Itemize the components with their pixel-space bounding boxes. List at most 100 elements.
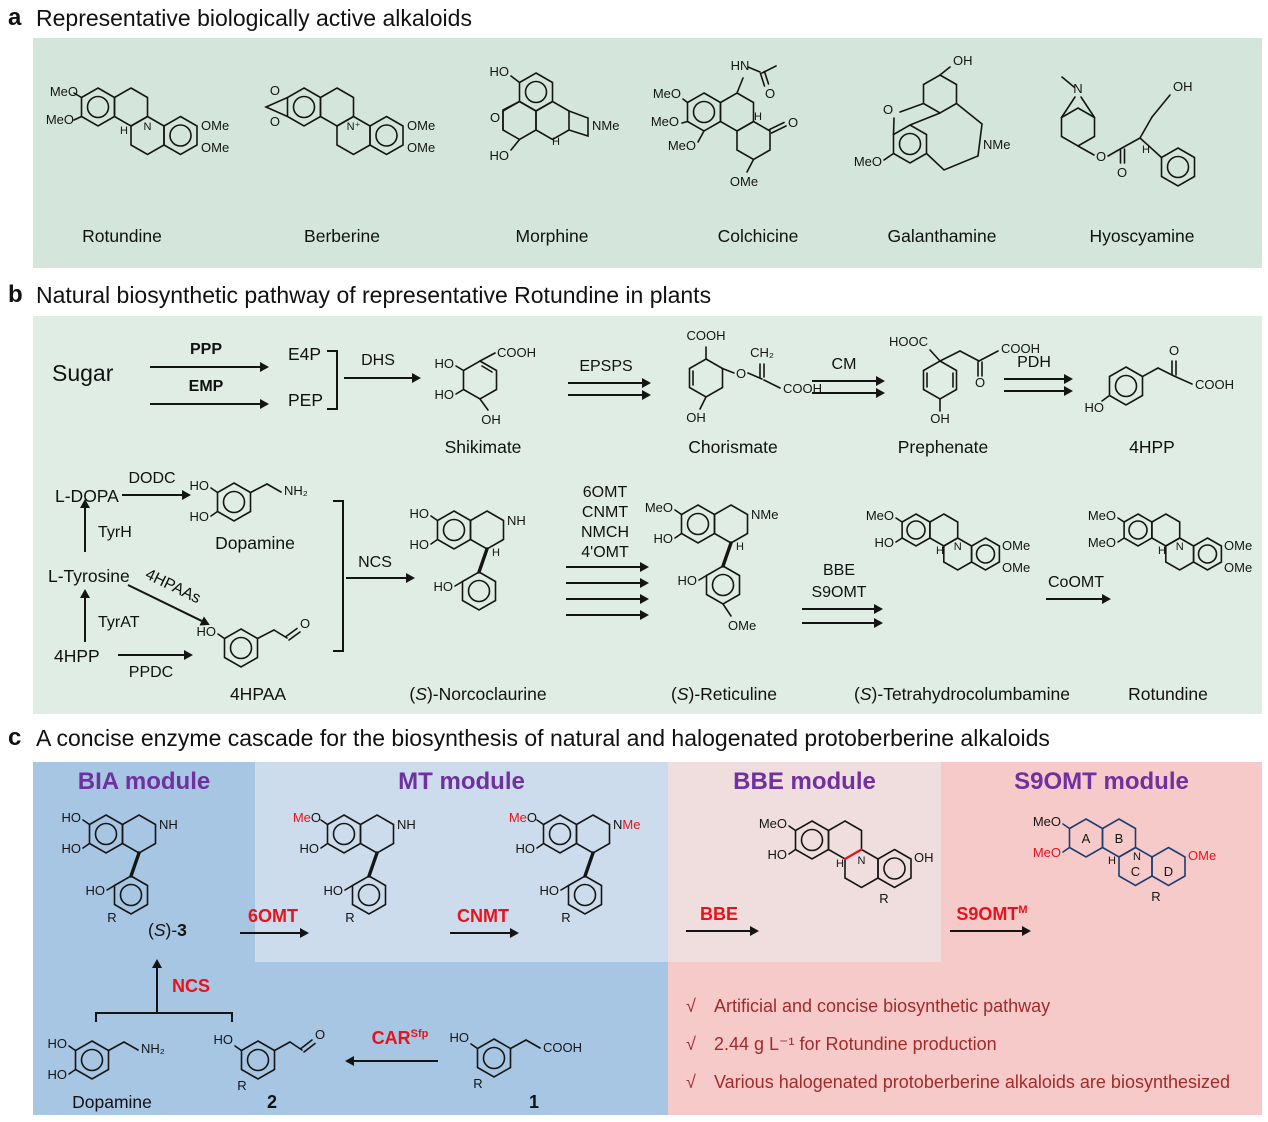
skeleton — [455, 352, 498, 411]
bracket-bia — [95, 1012, 233, 1014]
skeleton — [674, 504, 749, 617]
arrow-epsps-1 — [568, 378, 651, 388]
name-stereo: S — [153, 920, 166, 940]
compound-1-structure: HO R COOH — [450, 1030, 583, 1091]
red-methyl: Me — [293, 810, 311, 825]
name-part: ( — [854, 684, 860, 704]
o-label: O — [1096, 149, 1106, 164]
module-bbe-title: BBE module — [733, 768, 876, 795]
skeleton — [1101, 360, 1193, 406]
4hpaa-structure: HO O — [197, 616, 310, 668]
substituent-label: HO — [435, 356, 455, 371]
hn-label: HN — [731, 58, 750, 73]
panel-c-tag: c — [8, 724, 22, 751]
arrow-bbe — [686, 926, 759, 936]
morphine-structure: HO O HO NMe H — [490, 64, 620, 163]
substituent-label: HO — [48, 1036, 68, 1051]
rotundine-structure: MeO MeO N H OMe OMe — [46, 84, 229, 156]
panel-a-background — [33, 38, 1262, 268]
bia-bottom-background — [255, 962, 668, 1115]
hyoscyamine-structure: N O O H OH — [1060, 76, 1196, 187]
o-label: O — [315, 1027, 325, 1042]
h-label: H — [836, 858, 844, 870]
substituent-label: HO — [435, 387, 455, 402]
skeleton — [234, 1039, 316, 1080]
substituent-label: HO — [450, 1030, 470, 1045]
4hpp-structure: HO O COOH — [1085, 343, 1235, 415]
enzyme-bbe-b: BBE — [822, 562, 855, 579]
arrow-pdh-1 — [1004, 374, 1073, 384]
r-group-label: R — [561, 910, 570, 925]
h-label: H — [736, 541, 744, 553]
substituent-label: HO — [490, 148, 510, 163]
dopamine-structure: HO HO NH₂ — [190, 478, 308, 524]
check-mark-1: √ — [686, 996, 696, 1016]
rotundine-b-structure: MeO MeO N H OMe OMe — [1088, 508, 1252, 575]
substituent-label: OMe — [730, 174, 758, 189]
substituent-label: HO — [190, 478, 210, 493]
substituent-label: HO — [324, 883, 344, 898]
name-part: ( — [409, 684, 416, 704]
arrow-tyrat — [80, 589, 90, 642]
name-part: ( — [148, 920, 154, 940]
colchicine-name: Colchicine — [717, 226, 799, 246]
panel-b-title: Natural biosynthetic pathway of represen… — [36, 282, 712, 308]
arrow-dhs — [344, 373, 421, 383]
rotundine-name: Rotundine — [82, 226, 162, 246]
substituent-label: MeO — [854, 154, 882, 169]
skeleton — [82, 814, 157, 915]
module-mt-title: MT module — [398, 768, 525, 795]
h-label: H — [120, 125, 128, 137]
enzyme-tyrat: TyrAT — [98, 614, 140, 631]
substituent-label: HO — [190, 509, 210, 524]
substituent-label: HO — [516, 841, 536, 856]
s3-label: (S)-3 — [148, 920, 187, 941]
enzyme-ppdc: PPDC — [128, 664, 174, 681]
chorismate-name: Chorismate — [688, 437, 778, 457]
substituent-label: MeO — [46, 112, 74, 127]
substituent-label: HO — [434, 579, 454, 594]
substituent-label: OMe — [1224, 538, 1252, 553]
n-label: N — [1133, 851, 1141, 863]
n-methyl-label: NMe — [613, 817, 640, 832]
r-group-label: R — [879, 891, 888, 906]
check-mark-2: √ — [686, 1034, 696, 1054]
enzyme-4omt-b: 4'OMT — [581, 544, 629, 561]
arrow-ppdc — [118, 650, 193, 660]
arrow-multistep-4 — [566, 610, 649, 620]
substituent-label: OH — [481, 412, 501, 427]
name-part: )- — [165, 920, 178, 940]
module-s9omt-title: S9OMT module — [1014, 768, 1189, 795]
substituent-label: OMe — [201, 118, 229, 133]
arrow-cm-1 — [812, 376, 885, 386]
substituent-label: OMe — [201, 140, 229, 155]
substituent-label: MeO — [651, 114, 679, 129]
substituent-label: OH — [686, 410, 706, 425]
red-methyl: Me — [622, 817, 640, 832]
substituent-label: HO — [62, 841, 82, 856]
bracket-bia-left — [95, 1012, 97, 1022]
prephenate-structure: HOOC O COOH OH — [889, 334, 1040, 426]
mt-intermediate-2-structure: MeO HO NMe HO R — [509, 810, 641, 925]
substituent-label: MeO — [50, 84, 78, 99]
h-label: H — [754, 111, 762, 123]
substituent-label: COOH — [497, 345, 536, 360]
nh-label: NH — [159, 817, 178, 832]
check-item-2: 2.44 g L⁻¹ for Rotundine production — [714, 1034, 997, 1054]
o-label: O — [490, 110, 500, 125]
name-stereo: S — [676, 684, 689, 704]
s3-structure: HO HO NH HO R — [62, 810, 178, 925]
panel-a-tag: a — [8, 4, 22, 31]
substituent-label: HO — [678, 573, 698, 588]
colchicine-structure: MeO MeO MeO HN O H O OMe — [651, 58, 798, 189]
substituent-label: MeO — [293, 810, 321, 825]
skeleton — [1060, 76, 1196, 187]
ring-c-label: C — [1131, 864, 1140, 879]
dopamine-c-structure: HO HO NH₂ — [48, 1036, 165, 1082]
r-group-label: R — [107, 910, 116, 925]
skeleton — [922, 349, 999, 412]
name-stereo: S — [415, 684, 427, 704]
substituent-label: OMe — [728, 618, 756, 633]
bracket-bia-stem — [156, 1007, 158, 1013]
arrow-s9omt — [950, 926, 1031, 936]
